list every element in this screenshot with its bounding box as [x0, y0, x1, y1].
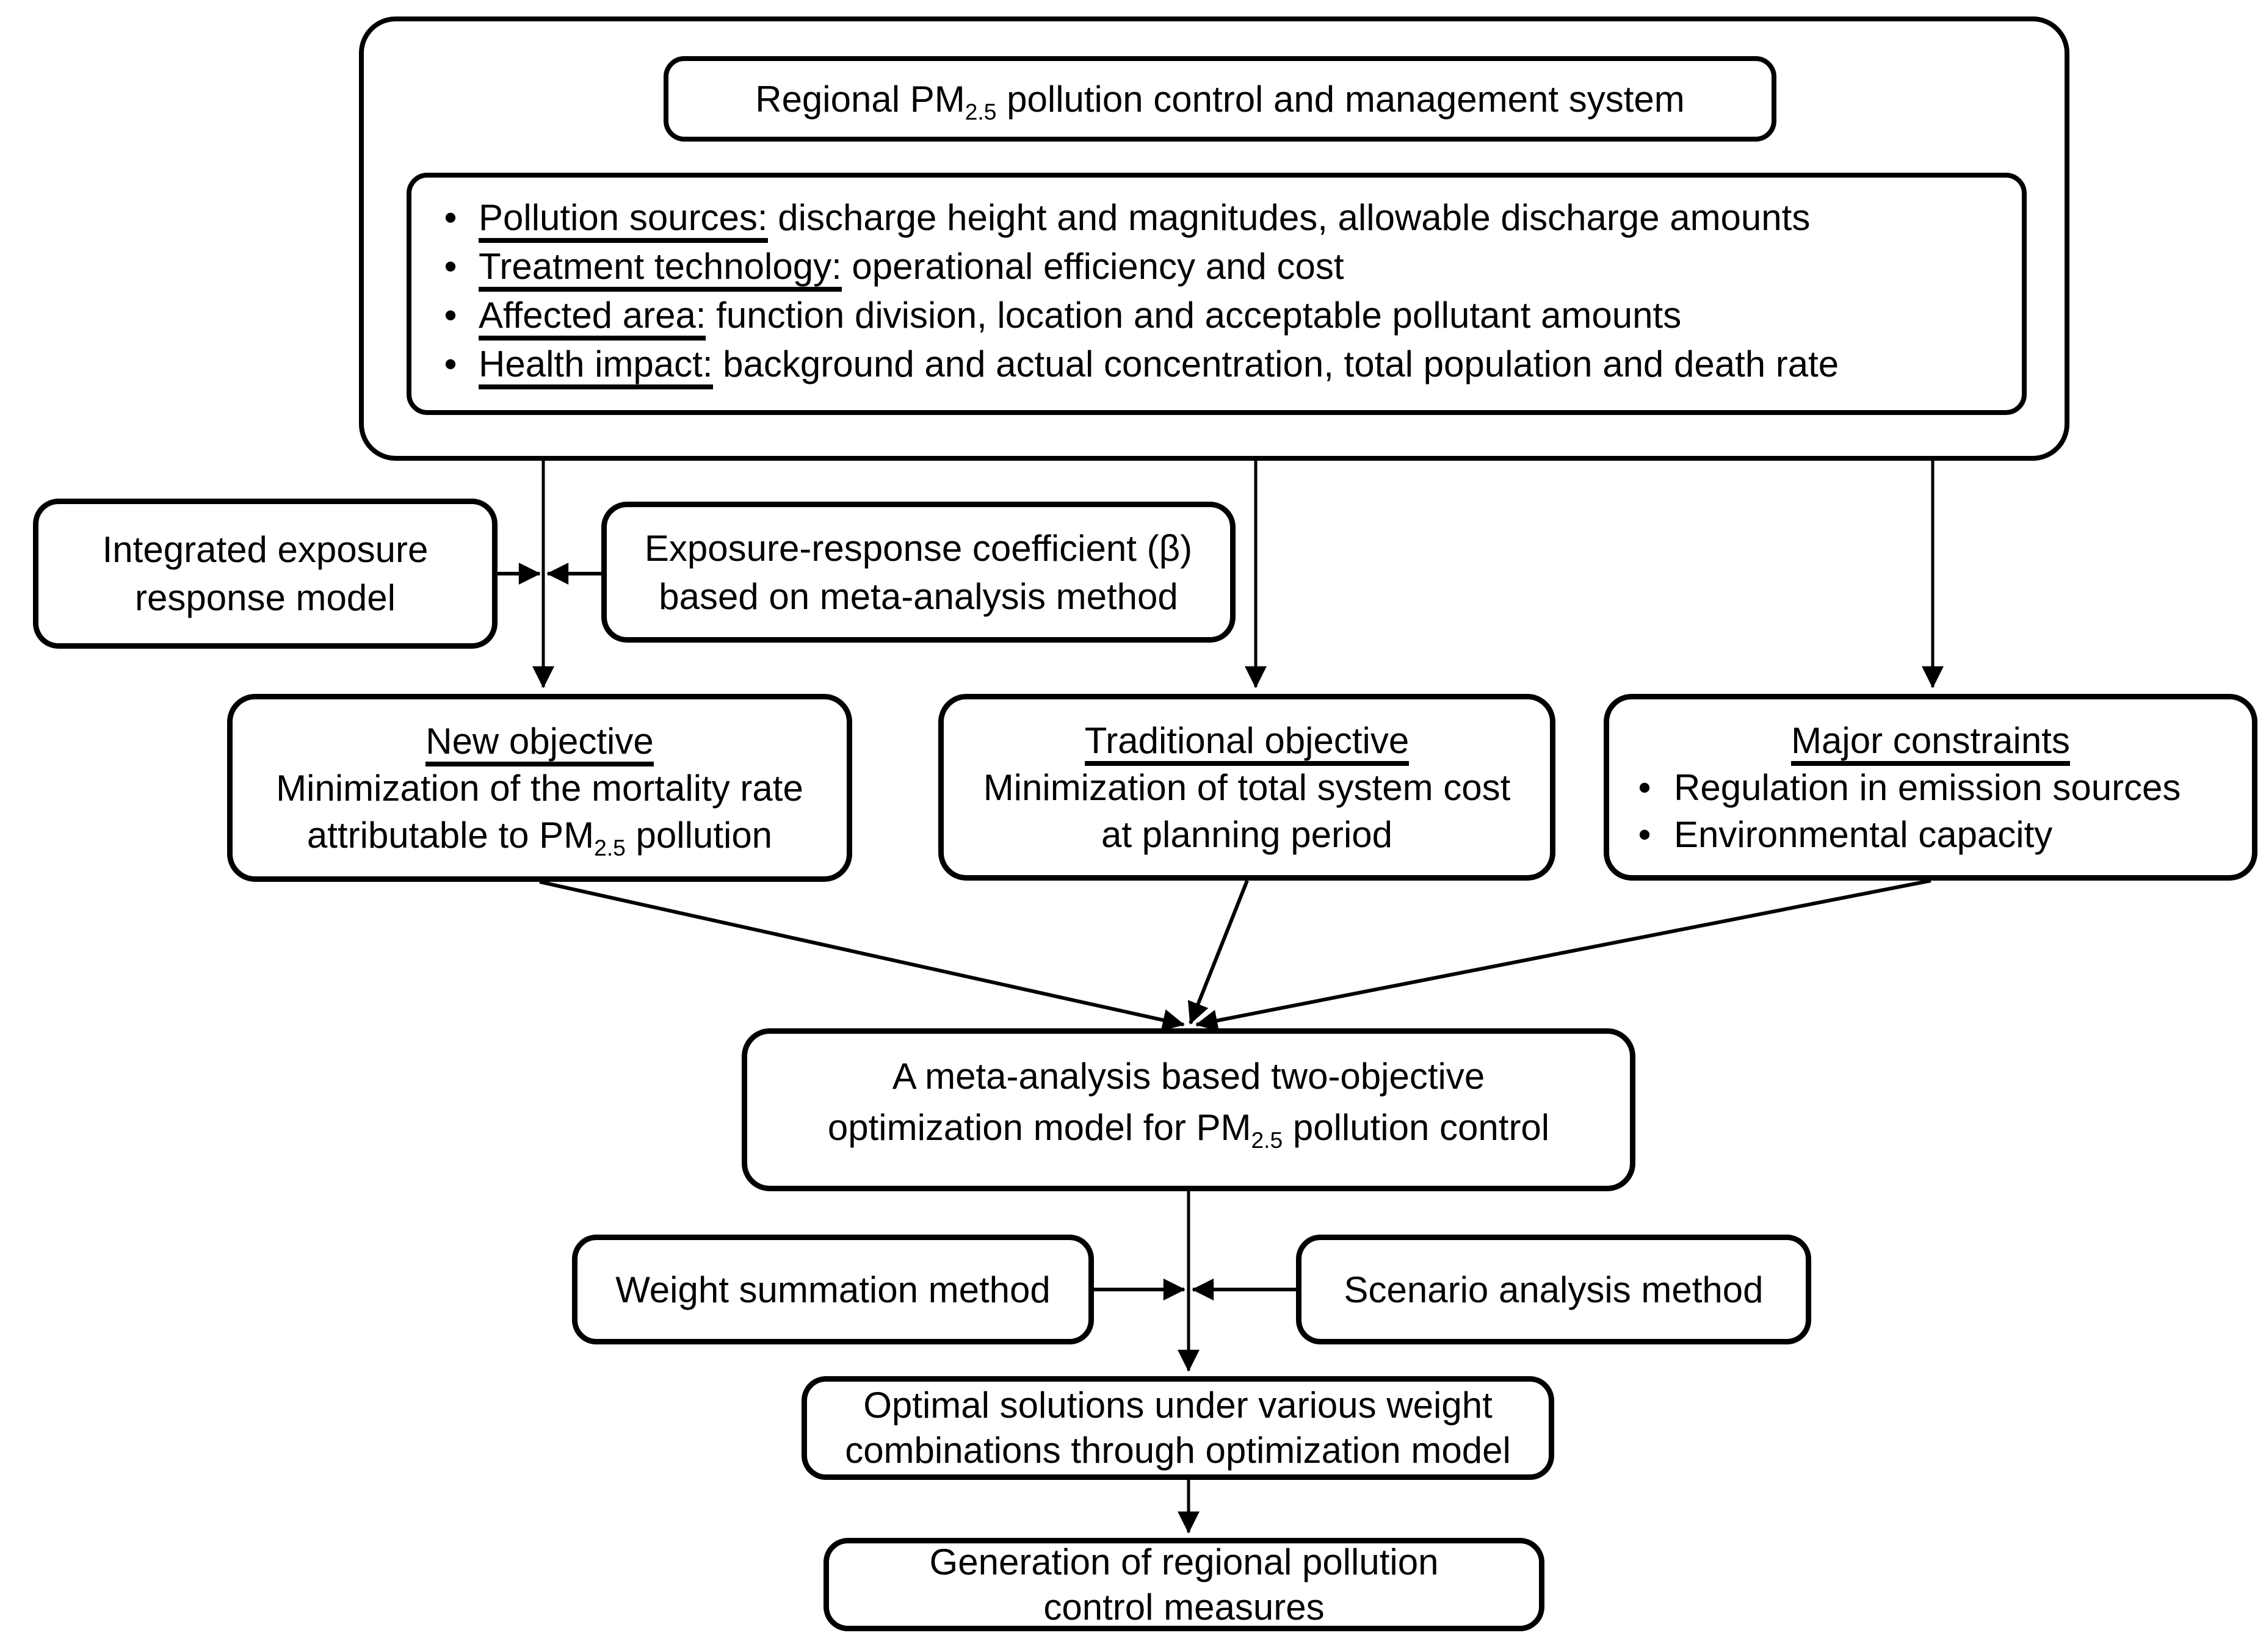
optimization-model-box: A meta-analysis based two-objective opti…	[742, 1028, 1635, 1191]
system-container-box	[359, 16, 2069, 461]
bullet-rest: background and actual concentration, tot…	[712, 344, 1839, 384]
edge-new-objective-to-optimization	[539, 880, 1185, 1031]
bullet-icon: •	[1638, 766, 1651, 808]
list-item: • Treatment technology: operational effi…	[422, 242, 2010, 292]
box-text-line: control measures	[1043, 1586, 1325, 1628]
box-text-line: at planning period	[1101, 813, 1393, 855]
weight-summation-method-box: Weight summation method	[572, 1235, 1094, 1344]
list-item: • Pollution sources: discharge height an…	[422, 193, 2010, 243]
box-text-line: Minimization of total system cost	[983, 766, 1511, 808]
system-title-box: Regional PM2.5 pollution control and man…	[664, 56, 1776, 142]
pm25-subscript: 2.5	[1251, 1127, 1283, 1153]
box-text-line: response model	[135, 577, 396, 618]
list-item: • Environmental capacity	[1615, 811, 2246, 858]
pm25-subscript: 2.5	[965, 98, 997, 124]
edge-traditional-objective-to-optimization	[1187, 879, 1249, 1025]
box-heading: New objective	[425, 720, 654, 766]
list-item: • Affected area: function division, loca…	[422, 291, 2010, 341]
bullet-icon: •	[444, 246, 457, 287]
box-text-line: attributable to PM2.5 pollution	[306, 814, 773, 860]
box-text-line: Scenario analysis method	[1344, 1269, 1764, 1310]
box-text-line: Optimal solutions under various weight	[863, 1385, 1493, 1426]
box-text-line: Integrated exposure	[102, 529, 429, 570]
box-heading: Major constraints	[1791, 720, 2070, 766]
bullet-icon: •	[444, 344, 457, 384]
system-title: Regional PM2.5 pollution control and man…	[755, 78, 1685, 124]
pm25-subscript: 2.5	[594, 834, 626, 860]
bullet-icon: •	[444, 197, 457, 238]
bullet-rest: operational efficiency and cost	[841, 246, 1344, 287]
generation-measures-box: Generation of regional pollution control…	[824, 1538, 1544, 1631]
major-constraints-box: Major constraints • Regulation in emissi…	[1604, 694, 2257, 881]
bullet-lead: Affected area:	[479, 295, 706, 341]
bullet-text: Environmental capacity	[1674, 813, 2053, 855]
box-text-line: Weight summation method	[615, 1269, 1051, 1310]
bullet-icon: •	[444, 295, 457, 336]
integrated-exposure-model-box: Integrated exposure response model	[33, 499, 498, 649]
scenario-analysis-method-box: Scenario analysis method	[1296, 1235, 1811, 1344]
list-item: • Regulation in emission sources	[1615, 764, 2246, 811]
bullet-icon: •	[1638, 813, 1651, 855]
list-item: • Health impact: background and actual c…	[422, 340, 2010, 389]
bullet-lead: Health impact:	[479, 344, 713, 389]
bullet-text: Regulation in emission sources	[1674, 766, 2181, 808]
box-text-line: Exposure-response coefficient (β)	[644, 527, 1193, 569]
box-text-line: based on meta-analysis method	[659, 575, 1178, 617]
box-text-line: Generation of regional pollution	[929, 1541, 1439, 1582]
traditional-objective-box: Traditional objective Minimization of to…	[938, 694, 1555, 881]
box-heading: Traditional objective	[1084, 720, 1410, 766]
bullet-rest: discharge height and magnitudes, allowab…	[767, 197, 1811, 238]
exposure-response-coefficient-box: Exposure-response coefficient (β) based …	[601, 502, 1236, 643]
edge-major-constraints-to-optimization	[1195, 879, 1931, 1032]
box-text-line: optimization model for PM2.5 pollution c…	[827, 1106, 1550, 1153]
box-text-line: combinations through optimization model	[845, 1430, 1511, 1471]
system-components-box: • Pollution sources: discharge height an…	[407, 173, 2027, 415]
new-objective-box: New objective Minimization of the mortal…	[227, 694, 852, 882]
box-text-line: A meta-analysis based two-objective	[892, 1055, 1485, 1097]
optimal-solutions-box: Optimal solutions under various weight c…	[802, 1376, 1554, 1480]
bullet-lead: Treatment technology:	[479, 246, 842, 292]
bullet-lead: Pollution sources:	[479, 197, 768, 243]
bullet-rest: function division, location and acceptab…	[706, 295, 1682, 336]
box-text-line: Minimization of the mortality rate	[276, 767, 803, 809]
